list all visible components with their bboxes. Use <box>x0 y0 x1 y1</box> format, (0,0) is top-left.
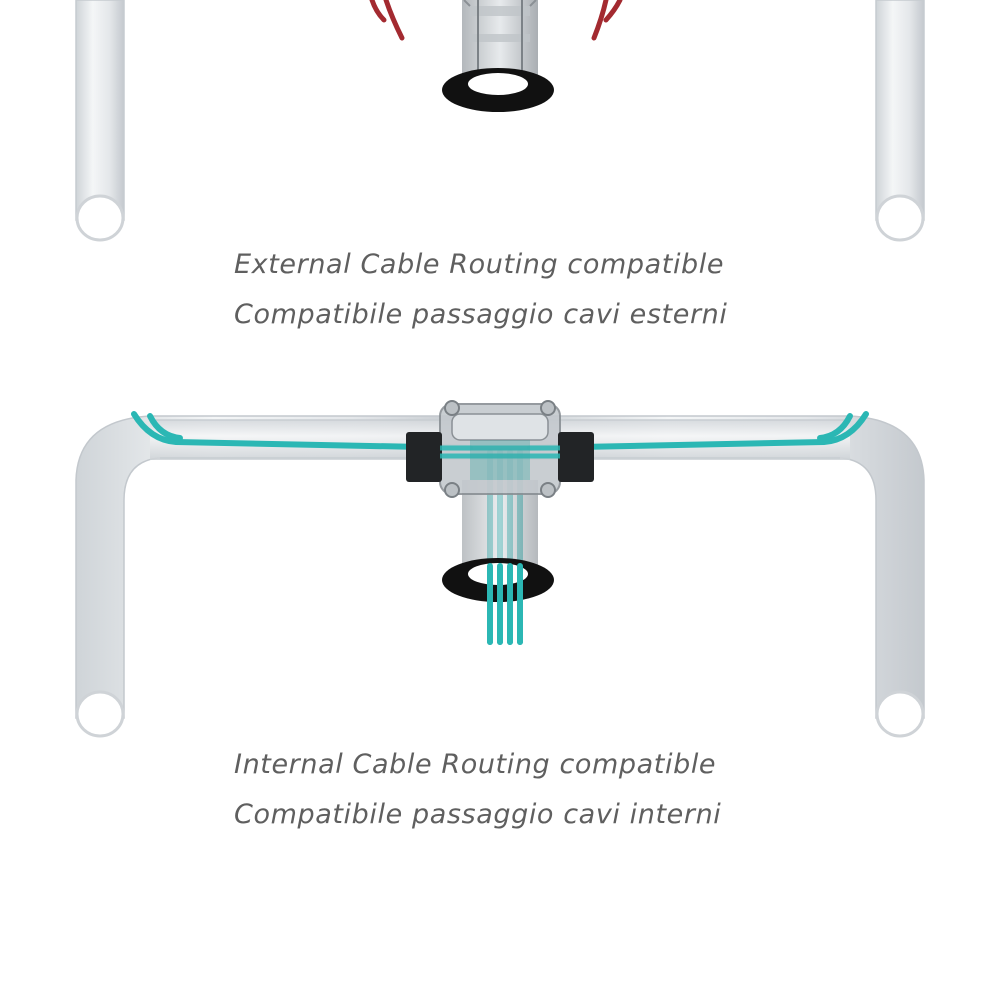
caption-external-en: External Cable Routing compatible <box>234 249 725 280</box>
caption-external-it: Compatibile passaggio cavi esterni <box>234 299 728 330</box>
left-drop-end-internal <box>75 690 125 738</box>
left-drop-end <box>75 194 125 242</box>
internal-routing-handlebar <box>75 400 925 738</box>
right-drop-end-internal <box>875 690 925 738</box>
right-drop-end <box>875 194 925 242</box>
external-routing-handlebar <box>75 0 925 242</box>
external-cables <box>369 0 623 41</box>
caption-internal-it: Compatibile passaggio cavi interni <box>234 799 722 830</box>
right-clamp-band <box>558 432 594 482</box>
left-drop <box>75 0 125 221</box>
right-drop <box>875 0 925 221</box>
caption-internal-en: Internal Cable Routing compatible <box>234 749 717 780</box>
left-clamp-band <box>406 432 442 482</box>
